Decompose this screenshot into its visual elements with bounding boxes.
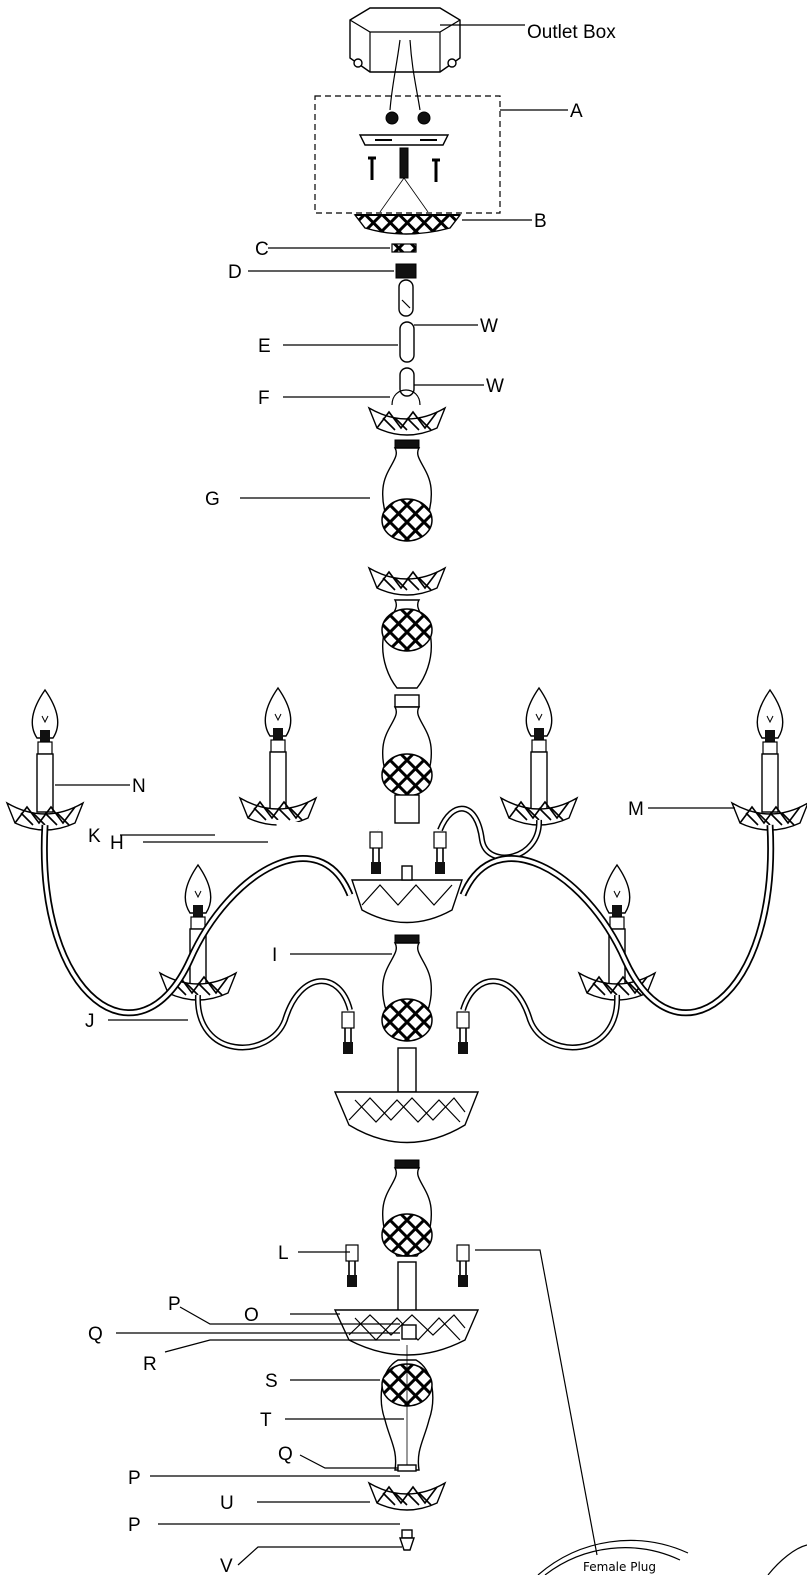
- middle-cup: [351, 865, 463, 924]
- label-L: L: [278, 1243, 289, 1264]
- label-K: K: [88, 826, 101, 847]
- female-plug-detail-circle: [537, 1539, 807, 1575]
- label-C: C: [255, 239, 269, 260]
- label-A: A: [570, 101, 583, 122]
- label-D: D: [228, 262, 242, 283]
- label-J: J: [85, 1011, 95, 1032]
- mounting-kit: [358, 111, 450, 213]
- label-F: F: [258, 388, 270, 409]
- middle-tier-left-arm: [159, 864, 355, 1055]
- canopy: [353, 214, 462, 235]
- lock-nut: [395, 263, 417, 279]
- label-I: I: [272, 945, 277, 966]
- lower-column: [381, 1159, 433, 1313]
- outlet-box: [349, 7, 461, 111]
- label-R: R: [143, 1354, 157, 1375]
- finial-nut: [399, 1529, 415, 1551]
- label-P-lower: P: [128, 1515, 141, 1536]
- label-B: B: [534, 211, 547, 232]
- label-H: H: [110, 833, 124, 854]
- outlet-box-label: Outlet Box: [527, 22, 616, 43]
- label-P-middle: P: [128, 1468, 141, 1489]
- finial-cup: [368, 1482, 446, 1511]
- label-W-upper: W: [480, 316, 498, 337]
- label-E: E: [258, 336, 271, 357]
- detail-leader-line: [475, 1249, 598, 1556]
- upper-tier-right-arm: [433, 687, 578, 875]
- label-W-lower: W: [486, 376, 504, 397]
- label-G: G: [205, 489, 220, 510]
- label-Q-upper: Q: [88, 1324, 103, 1345]
- lower-washer: [397, 1464, 417, 1472]
- middle-tier-right-arm: [456, 864, 656, 1055]
- large-lower-cup: [333, 1091, 480, 1144]
- middle-column: [381, 934, 433, 1093]
- label-S: S: [265, 1371, 278, 1392]
- label-P-upper: P: [168, 1294, 181, 1315]
- decorative-ring: [391, 243, 417, 253]
- label-V: V: [220, 1556, 233, 1575]
- lower-tier-left-arm: [6, 689, 359, 1288]
- label-N: N: [132, 776, 146, 797]
- lower-tier-right-arm: [456, 689, 807, 1288]
- hanging-loop: [391, 389, 421, 406]
- upper-column: [368, 439, 446, 824]
- label-T: T: [260, 1410, 272, 1431]
- label-M: M: [628, 799, 644, 820]
- coupling-nut: [401, 1324, 417, 1340]
- upper-tier-left-arm: [239, 687, 383, 875]
- female-plug-label: Female Plug: [583, 1560, 656, 1574]
- chain: [398, 279, 415, 397]
- top-cup: [368, 407, 446, 436]
- label-Q-lower: Q: [278, 1444, 293, 1465]
- label-O: O: [244, 1305, 259, 1326]
- finial-body: [380, 1345, 434, 1471]
- label-U: U: [220, 1493, 234, 1514]
- mounting-kit-dashed-box: [314, 95, 501, 214]
